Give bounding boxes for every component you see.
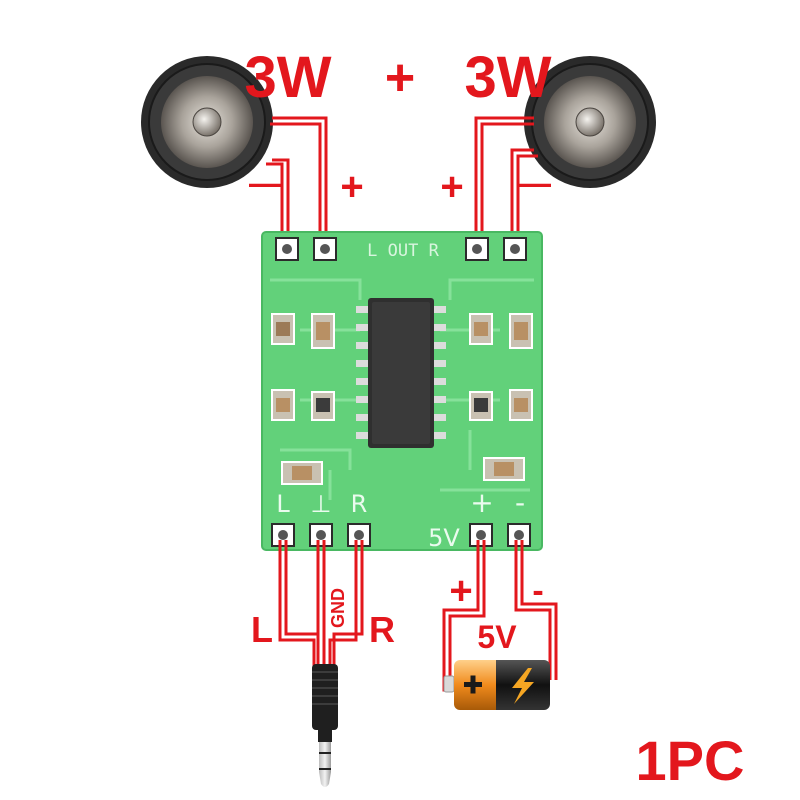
board-out-label: L OUT R [367, 241, 439, 261]
quantity-label: 1PC [636, 729, 745, 792]
left-speaker-plus: + [340, 165, 363, 209]
right-speaker-plus: + [440, 165, 463, 209]
left-speaker-minus: — [249, 165, 281, 201]
left-speaker [141, 56, 273, 188]
input-pads [271, 523, 531, 547]
supply-minus-label: - [532, 572, 543, 610]
output-pads [275, 237, 527, 261]
right-speaker-minus: — [519, 165, 551, 201]
board-input-left-label: L [276, 490, 290, 518]
amplifier-chip [356, 298, 446, 448]
audio-right-label: R [369, 609, 395, 650]
audio-input-wires [278, 540, 364, 668]
speaker-wires [266, 116, 538, 250]
power-plus-sign: + [385, 49, 415, 107]
right-speaker [524, 56, 656, 188]
right-speaker-power: 3W [465, 45, 552, 110]
audio-gnd-label: GND [328, 588, 348, 628]
board-vin-label: 5V [428, 524, 460, 552]
audio-left-label: L [251, 609, 273, 650]
amplifier-board: L OUT R [261, 231, 543, 552]
audio-jack-plug [312, 664, 338, 787]
board-input-right-label: R [351, 490, 368, 518]
smd-components [271, 313, 533, 485]
battery-icon [443, 660, 550, 710]
supply-plus-label: + [449, 569, 472, 613]
board-vin-minus-label: - [515, 486, 525, 519]
battery-plus-icon [464, 675, 482, 694]
board-input-gnd-label: ⊥ [311, 490, 332, 518]
board-vin-plus-label: + [470, 486, 493, 519]
supply-voltage-label: 5V [477, 619, 517, 655]
left-speaker-power: 3W [245, 45, 332, 110]
lightning-bolt-icon [512, 668, 534, 704]
